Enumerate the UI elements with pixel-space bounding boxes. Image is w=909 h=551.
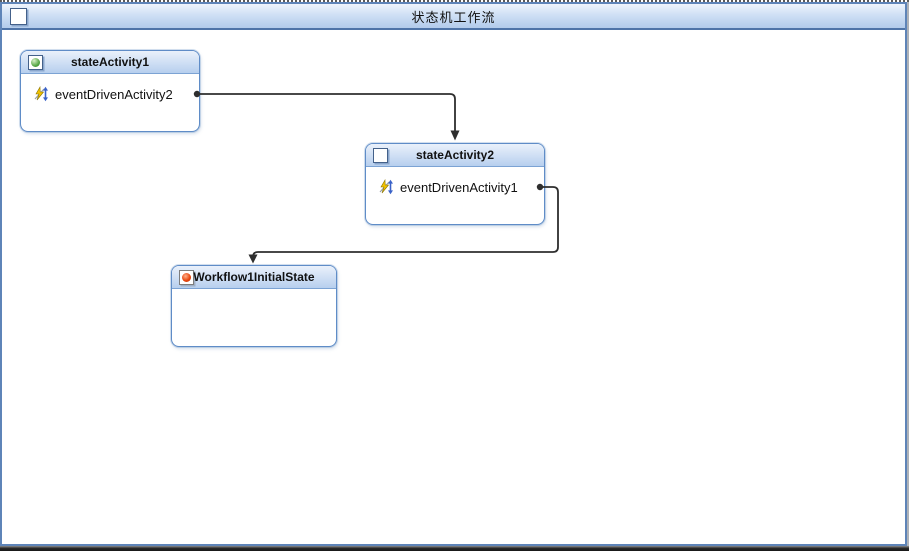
- event-driven-activity-label: eventDrivenActivity2: [55, 86, 173, 102]
- state-box-stateActivity2[interactable]: stateActivity2 eventDrivenActivity1: [365, 143, 545, 225]
- event-driven-activity-item[interactable]: eventDrivenActivity1: [378, 179, 544, 195]
- state-body: eventDrivenActivity1: [366, 179, 544, 195]
- workflow-title-bar[interactable]: 状态机工作流: [2, 4, 905, 30]
- window-bottom-edge: [0, 546, 909, 551]
- window-right-edge: [907, 2, 909, 546]
- state-title: stateActivity1: [70, 55, 150, 69]
- event-driven-activity-item[interactable]: eventDrivenActivity2: [33, 86, 199, 102]
- state-box-Workflow1InitialState[interactable]: Workflow1InitialState: [171, 265, 337, 347]
- initial-state-icon: [179, 269, 194, 285]
- state-body: eventDrivenActivity2: [21, 86, 199, 102]
- event-driven-icon: [34, 86, 48, 102]
- state-box-stateActivity1[interactable]: stateActivity1 eventDrivenActivity2: [20, 50, 200, 132]
- designer-canvas[interactable]: stateActivity1 eventDrivenActivity2 stat…: [2, 30, 905, 551]
- state-title: Workflow1InitialState: [193, 270, 315, 284]
- workflow-title: 状态机工作流: [411, 9, 496, 25]
- event-driven-activity-label: eventDrivenActivity1: [400, 179, 518, 195]
- state-header[interactable]: Workflow1InitialState: [172, 266, 336, 289]
- state-header[interactable]: stateActivity2: [366, 144, 544, 167]
- event-driven-icon: [379, 179, 393, 195]
- state-header[interactable]: stateActivity1: [21, 51, 199, 74]
- state-green-icon: [28, 54, 43, 70]
- selection-dotted-border: [0, 0, 909, 2]
- state-machine-icon: [10, 7, 27, 25]
- state-icon: [373, 147, 388, 163]
- state-title: stateActivity2: [415, 148, 495, 162]
